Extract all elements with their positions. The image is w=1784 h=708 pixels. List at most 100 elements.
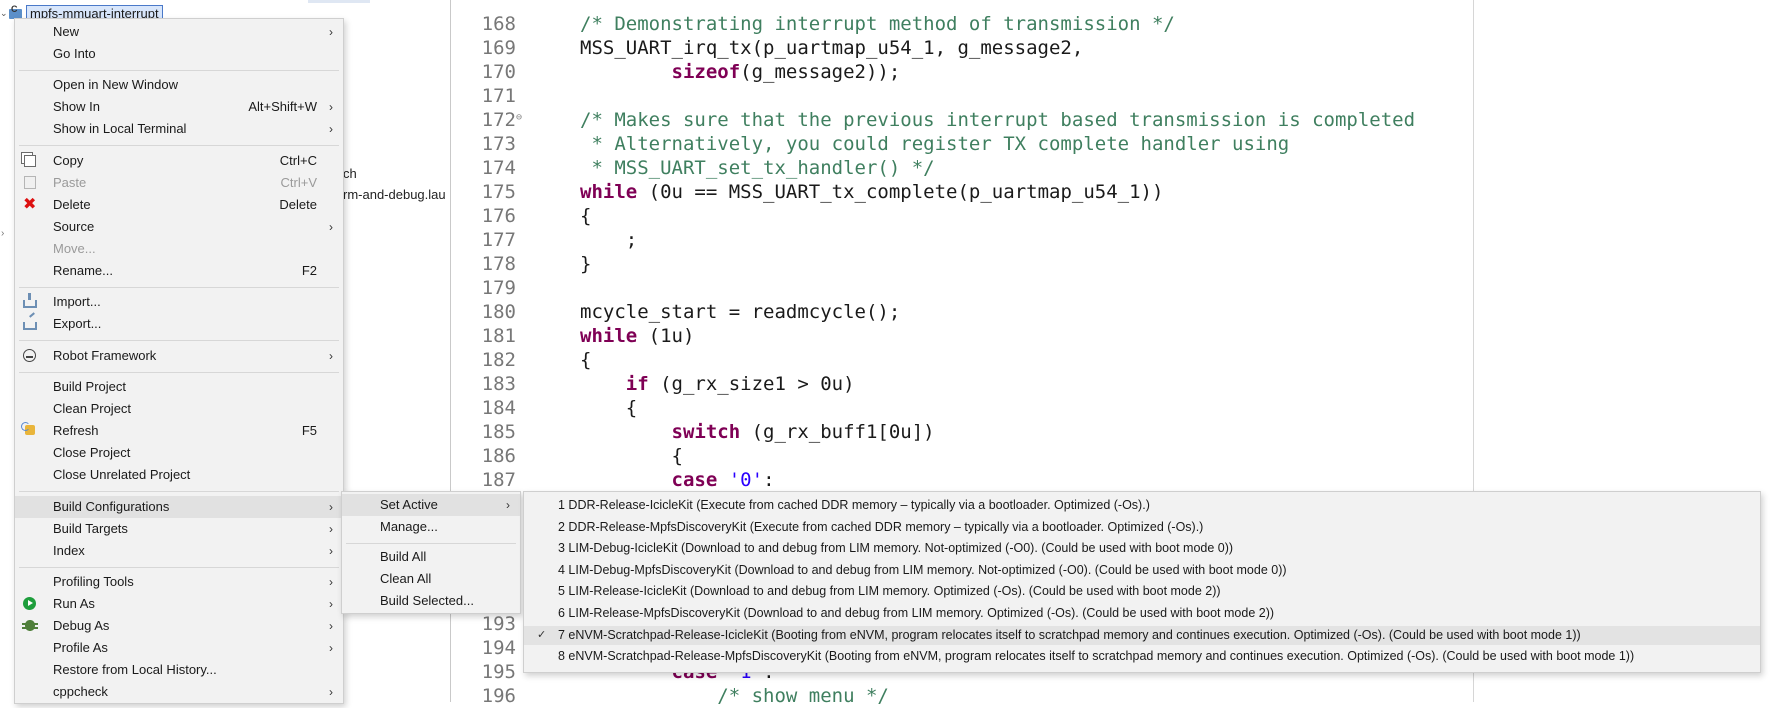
code-line[interactable]: 170 sizeof(g_message2)); — [452, 60, 1472, 84]
code-line[interactable]: 178} — [452, 252, 1472, 276]
build-config-item[interactable]: 6 LIM-Release-MpfsDiscoveryKit (Download… — [524, 604, 1760, 624]
tree-item-launch-file[interactable]: rm-and-debug.lau — [343, 187, 446, 202]
build-config-item[interactable]: 3 LIM-Debug-IcicleKit (Download to and d… — [524, 539, 1760, 559]
line-number: 169 — [481, 37, 516, 59]
menu-rename[interactable]: Rename...F2 — [53, 263, 317, 278]
explorer-tab-strip — [308, 0, 370, 3]
fold-collapse-icon[interactable]: ⊖ — [516, 112, 523, 123]
code-line[interactable]: 168/* Demonstrating interrupt method of … — [452, 12, 1472, 36]
menu-build-all[interactable]: Build All — [380, 549, 427, 564]
menu-import[interactable]: Import... — [15, 291, 343, 313]
export-icon — [23, 322, 37, 330]
menu-build-project[interactable]: Build Project — [53, 379, 126, 394]
submenu-arrow-icon: › — [329, 641, 333, 655]
code-line[interactable]: 176{ — [452, 204, 1472, 228]
code-text: ; — [580, 229, 638, 251]
menu-cppcheck[interactable]: cppcheck› — [15, 681, 343, 703]
code-line[interactable]: 174 * MSS_UART_set_tx_handler() */ — [452, 156, 1472, 180]
code-text: MSS_UART_irq_tx(p_uartmap_u54_1, g_messa… — [580, 37, 1084, 59]
build-config-item[interactable]: 5 LIM-Release-IcicleKit (Download to and… — [524, 582, 1760, 602]
menu-debug-as[interactable]: Debug As› — [15, 615, 343, 637]
line-number: 182 — [481, 349, 516, 371]
code-line[interactable]: 171 — [452, 84, 1472, 108]
menu-build-selected[interactable]: Build Selected... — [380, 593, 474, 608]
code-text: { — [580, 445, 683, 467]
code-text: /* Demonstrating interrupt method of tra… — [580, 13, 1175, 35]
code-line[interactable]: 184 { — [452, 396, 1472, 420]
code-line[interactable]: 182{ — [452, 348, 1472, 372]
build-config-item[interactable]: 2 DDR-Release-MpfsDiscoveryKit (Execute … — [524, 518, 1760, 538]
line-number: 196 — [481, 685, 516, 707]
code-text: sizeof(g_message2)); — [671, 61, 901, 83]
menu-open-new-window[interactable]: Open in New Window — [53, 77, 178, 92]
menu-close-project[interactable]: Close Project — [53, 445, 131, 460]
submenu-arrow-icon: › — [506, 498, 510, 512]
menu-new[interactable]: New› — [15, 21, 343, 43]
code-line[interactable]: 177 ; — [452, 228, 1472, 252]
build-config-item[interactable]: 1 DDR-Release-IcicleKit (Execute from ca… — [524, 496, 1760, 516]
code-line[interactable]: 172⊖/* Makes sure that the previous inte… — [452, 108, 1472, 132]
menu-show-local-terminal[interactable]: Show in Local Terminal› — [15, 118, 343, 140]
submenu-arrow-icon: › — [329, 685, 333, 699]
code-text: * MSS_UART_set_tx_handler() */ — [580, 157, 935, 179]
submenu-arrow-icon: › — [329, 575, 333, 589]
code-line[interactable]: 186 { — [452, 444, 1472, 468]
build-config-item[interactable]: ✓7 eNVM-Scratchpad-Release-IcicleKit (Bo… — [524, 625, 1760, 646]
menu-source[interactable]: Source› — [15, 216, 343, 238]
code-line[interactable]: 194 — [452, 636, 1472, 660]
tree-item-partial[interactable]: ch — [343, 166, 357, 181]
delete-icon: ✖ — [23, 196, 37, 213]
menu-separator — [19, 340, 339, 341]
menu-clean-all[interactable]: Clean All — [380, 571, 432, 586]
menu-manage[interactable]: Manage... — [380, 519, 438, 534]
submenu-arrow-icon: › — [329, 100, 333, 114]
expand-toggle-icon[interactable]: ⌄ — [0, 7, 8, 18]
submenu-arrow-icon: › — [329, 544, 333, 558]
code-line[interactable]: 169 MSS_UART_irq_tx(p_uartmap_u54_1, g_me… — [452, 36, 1472, 60]
code-line[interactable]: 183 if (g_rx_size1 > 0u) — [452, 372, 1472, 396]
menu-separator — [19, 145, 339, 146]
build-config-item[interactable]: 4 LIM-Debug-MpfsDiscoveryKit (Download t… — [524, 561, 1760, 581]
line-number: 183 — [481, 373, 516, 395]
code-line[interactable]: 187 case '0': — [452, 468, 1472, 492]
line-number: 181 — [481, 325, 516, 347]
menu-index[interactable]: Index› — [15, 540, 343, 562]
menu-close-unrelated-project[interactable]: Close Unrelated Project — [53, 467, 191, 482]
code-line[interactable]: 179 — [452, 276, 1472, 300]
menu-export[interactable]: Export... — [15, 313, 343, 335]
menu-build-configurations[interactable]: Build Configurations› — [15, 496, 343, 518]
menu-robot-framework[interactable]: Robot Framework› — [15, 345, 343, 367]
build-config-item[interactable]: 8 eNVM-Scratchpad-Release-MpfsDiscoveryK… — [524, 647, 1760, 667]
menu-separator — [19, 287, 339, 288]
menu-set-active[interactable]: Set Active› — [342, 494, 520, 516]
menu-run-as[interactable]: Run As› — [15, 593, 343, 615]
code-line[interactable]: 193 — [452, 612, 1472, 636]
line-number: 174 — [481, 157, 516, 179]
menu-separator — [346, 543, 516, 544]
menu-go-into[interactable]: Go Into — [53, 46, 96, 61]
menu-separator — [19, 567, 339, 568]
submenu-arrow-icon: › — [329, 25, 333, 39]
menu-clean-project[interactable]: Clean Project — [53, 401, 132, 416]
line-number: 176 — [481, 205, 516, 227]
code-line[interactable]: 185 switch (g_rx_buff1[0u]) — [452, 420, 1472, 444]
menu-profiling-tools[interactable]: Profiling Tools› — [15, 571, 343, 593]
tree-expand-icon[interactable]: › — [1, 228, 5, 239]
code-line[interactable]: 196 /* show menu */ — [452, 684, 1472, 708]
print-margin-line — [1473, 0, 1474, 702]
menu-profile-as[interactable]: Profile As› — [15, 637, 343, 659]
menu-move[interactable]: Move... — [53, 241, 96, 256]
menu-restore-local-history[interactable]: Restore from Local History... — [53, 662, 217, 677]
code-line[interactable]: 173 * Alternatively, you could register … — [452, 132, 1472, 156]
tree-item-project[interactable]: ⌄ C mpfs-mmuart-interrupt — [0, 4, 163, 22]
menu-build-targets[interactable]: Build Targets› — [15, 518, 343, 540]
